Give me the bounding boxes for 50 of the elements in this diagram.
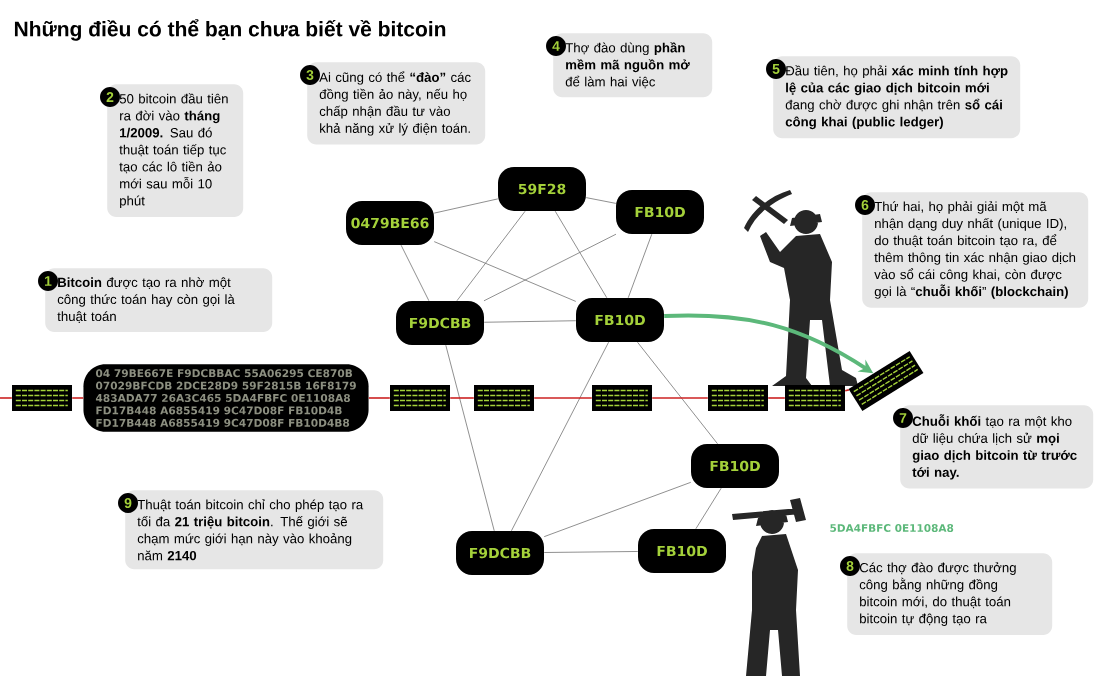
connector-line [554,210,608,299]
connector-line [0,397,13,399]
code-block [848,350,924,412]
connector-line [695,487,722,530]
connector-line [543,481,692,538]
hash-node: FB10D [576,298,664,342]
hash-node: F9DCBB [456,531,544,575]
connector-line [483,233,617,302]
connector-line [533,397,593,399]
number-badge: 2 [100,87,120,107]
connector-line [627,233,653,299]
code-block [785,385,845,411]
number-badge: 6 [855,195,875,215]
connector-line [651,397,709,399]
number-badge: 7 [893,408,913,428]
hash-node: FB10D [616,190,704,234]
hash-node: FB10D [638,529,726,573]
number-badge: 4 [546,36,566,56]
hash-node: 0479BE66 [346,201,434,245]
hash-node: 59F28 [498,167,586,211]
code-block [708,385,768,411]
hash-node: FB10D [691,444,779,488]
hash-node: F9DCBB [396,301,484,345]
number-badge: 5 [766,59,786,79]
connector-line [585,197,617,204]
connector-line [433,198,499,214]
connector-line [71,397,85,399]
number-badge: 9 [118,493,138,513]
code-block: 04 79BE667E F9DCBBAC 55A06295 CE870B 07029BFCDB 2DCE28D9 59F2815B 16F8179 483ADA77 26A3C465 5DA4FBFC 0E1108A8 FD17B448 A6855419 9C47D08F FB10D4B FD17B448 A6855419 9C47D08F FB10D4B8 [83,364,369,432]
connector-line [483,320,577,323]
hash-label: 5DA4FBFC 0E1108A8 [830,524,954,532]
connector-line [449,397,475,399]
number-badge: 8 [840,556,860,576]
connector-line [367,397,391,399]
code-block [474,385,534,411]
code-block [390,385,450,411]
title: Những điều có thể bạn chưa biết về bitcoin [14,19,446,41]
connector-line [844,389,850,392]
connector-line [433,241,577,302]
number-badge: 3 [300,65,320,85]
code-block [592,385,652,411]
connector-line [767,397,786,399]
connector-line [637,341,718,445]
number-badge: 1 [38,271,58,291]
connector-line [445,344,495,532]
connector-line [511,341,609,532]
code-block [12,385,72,411]
connector-line [400,244,430,302]
connector-line [456,210,526,302]
connector-line [543,551,639,553]
